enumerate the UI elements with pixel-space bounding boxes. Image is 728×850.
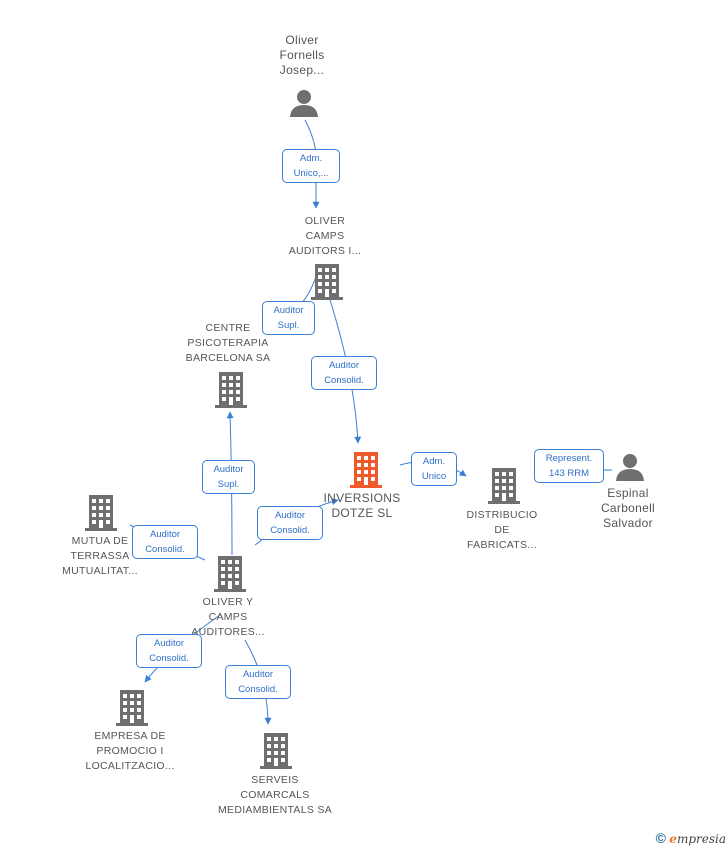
- node-label-line: DISTRIBUCIO: [466, 509, 538, 521]
- node-label-serveis-comarcals: SERVEIS COMARCALS MEDIAMBIENTALS SA: [210, 773, 340, 818]
- node-label-line: CENTRE: [205, 322, 251, 334]
- edge-label-e3[interactable]: Auditor Consolid.: [311, 356, 377, 390]
- edge-label-line: Unico,...: [293, 168, 329, 179]
- node-label-oliver-fornells: Oliver Fornells Josep...: [252, 33, 352, 78]
- edge-label-line: Auditor: [328, 360, 360, 371]
- node-label-inversions-dotze: INVERSIONS DOTZE SL: [312, 491, 412, 521]
- edge-label-line: Auditor: [149, 529, 181, 540]
- edge-label-line: Unico: [421, 471, 447, 482]
- person-icon[interactable]: [615, 452, 645, 482]
- node-label-line: Espinal: [607, 486, 649, 500]
- brand-name: mpresia: [676, 832, 726, 846]
- node-label-oliver-y-camps-auditores: OLIVER Y CAMPS AUDITORES...: [178, 595, 278, 640]
- edge-label-e4[interactable]: Adm. Unico: [411, 452, 457, 486]
- footer-brand: © empresia: [656, 830, 726, 846]
- building-icon-focus[interactable]: [350, 452, 382, 488]
- edge-label-e8[interactable]: Auditor Consolid.: [257, 506, 323, 540]
- node-label-espinal: Espinal Carbonell Salvador: [588, 486, 668, 531]
- building-icon[interactable]: [85, 495, 117, 531]
- edge-label-e6[interactable]: Auditor Supl.: [202, 460, 255, 494]
- edge-label-line: Supl.: [217, 479, 240, 490]
- edge-label-line: Consolid.: [270, 525, 310, 536]
- edge-label-line: Auditor: [273, 305, 304, 316]
- building-icon[interactable]: [260, 733, 292, 769]
- edge-label-e2[interactable]: Auditor Supl.: [262, 301, 315, 335]
- building-icon[interactable]: [488, 468, 520, 504]
- node-label-line: PSICOTERAPIA: [187, 337, 269, 349]
- edge-label-line: Auditor: [213, 464, 244, 475]
- node-label-centre-psicoterapia: CENTRE PSICOTERAPIA BARCELONA SA: [168, 321, 288, 366]
- node-label-oliver-camps-auditors-i: OLIVER CAMPS AUDITORS I...: [265, 214, 385, 259]
- node-label-line: LOCALITZACIO...: [85, 760, 175, 772]
- brand-initial: e: [669, 832, 677, 846]
- node-label-line: INVERSIONS: [323, 491, 401, 505]
- node-label-line: FABRICATS...: [467, 539, 537, 551]
- edge-label-line: 143 RRM: [548, 468, 590, 479]
- edge-label-line: Auditor: [274, 510, 306, 521]
- building-icon[interactable]: [311, 264, 343, 300]
- node-label-line: Oliver: [285, 33, 319, 47]
- edge-label-line: Consolid.: [145, 544, 185, 555]
- node-label-line: CAMPS: [305, 230, 345, 242]
- node-label-line: EMPRESA DE: [94, 730, 166, 742]
- node-label-line: CAMPS: [208, 611, 248, 623]
- building-icon[interactable]: [116, 690, 148, 726]
- edge-label-e1[interactable]: Adm. Unico,...: [282, 149, 340, 183]
- edge-label-line: Consolid.: [324, 375, 364, 386]
- node-label-line: MUTUALITAT...: [62, 565, 138, 577]
- edge-label-e5[interactable]: Represent. 143 RRM: [534, 449, 604, 483]
- building-icon[interactable]: [215, 372, 247, 408]
- node-label-line: MEDIAMBIENTALS SA: [217, 804, 332, 816]
- node-label-line: AUDITORES...: [191, 626, 265, 638]
- edge-label-line: Auditor: [242, 669, 274, 680]
- edge-label-line: Auditor: [153, 638, 185, 649]
- node-label-line: OLIVER: [304, 215, 346, 227]
- person-icon[interactable]: [289, 88, 319, 118]
- edge-label-line: Adm.: [422, 456, 446, 467]
- node-label-line: Josep...: [279, 63, 325, 77]
- edge-label-e7[interactable]: Auditor Consolid.: [132, 525, 198, 559]
- edge-label-e9[interactable]: Auditor Consolid.: [136, 634, 202, 668]
- node-label-empresa-promocio: EMPRESA DE PROMOCIO I LOCALITZACIO...: [75, 729, 185, 774]
- edge-label-line: Adm.: [299, 153, 323, 164]
- node-label-line: Fornells: [279, 48, 325, 62]
- node-label-line: PROMOCIO I: [96, 745, 164, 757]
- node-label-line: COMARCALS: [240, 789, 310, 801]
- node-label-line: DOTZE SL: [331, 506, 393, 520]
- node-label-line: SERVEIS: [251, 774, 299, 786]
- node-label-line: TERRASSA: [70, 550, 130, 562]
- node-label-line: BARCELONA SA: [185, 352, 271, 364]
- edge-label-line: Supl.: [277, 320, 300, 331]
- edge-label-line: Consolid.: [238, 684, 278, 695]
- node-label-distribucio: DISTRIBUCIO DE FABRICATS...: [452, 508, 552, 553]
- node-label-line: Carbonell: [600, 501, 656, 515]
- node-label-line: AUDITORS I...: [288, 245, 362, 257]
- node-label-line: OLIVER Y: [202, 596, 254, 608]
- node-label-line: Salvador: [603, 516, 653, 530]
- edge-label-e10[interactable]: Auditor Consolid.: [225, 665, 291, 699]
- copyright-icon: ©: [655, 830, 666, 846]
- edge-label-line: Represent.: [545, 453, 593, 464]
- building-icon[interactable]: [214, 556, 246, 592]
- node-label-mutua-terrassa: MUTUA DE TERRASSA MUTUALITAT...: [50, 534, 150, 579]
- edge-label-line: Consolid.: [149, 653, 189, 664]
- node-label-line: MUTUA DE: [71, 535, 129, 547]
- node-label-line: DE: [494, 524, 510, 536]
